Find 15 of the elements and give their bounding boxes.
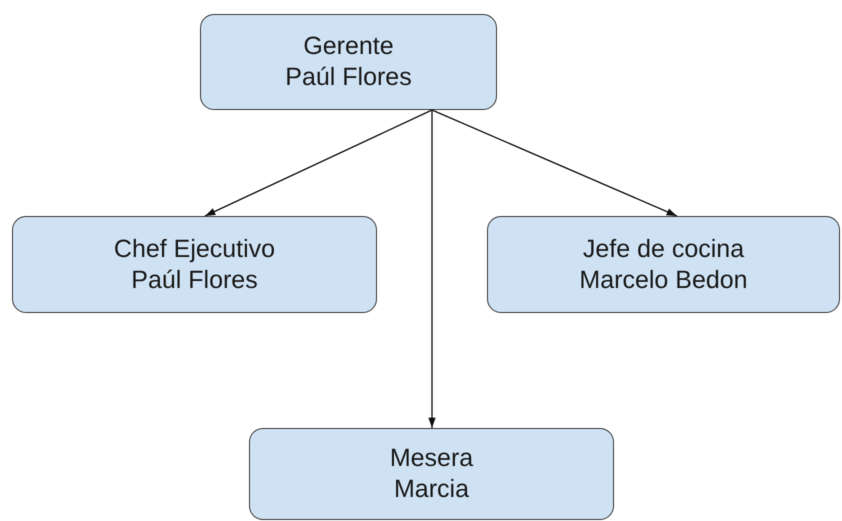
process-box [200,14,497,110]
role-title: Mesera [390,443,474,474]
process-box [249,428,614,520]
process-box [12,216,377,313]
person-name: Paúl Flores [131,264,258,296]
role-title: Gerente [303,31,394,62]
person-name: Paúl Flores [285,62,412,93]
arrow [428,110,436,428]
person-name: Marcelo Bedon [579,264,748,296]
arrow [432,109,678,217]
person-name: Marcia [394,474,469,505]
arrow [204,109,432,217]
role-title: Jefe de cocina [582,234,744,264]
process-box [487,216,840,313]
role-title: Chef Ejecutivo [114,234,276,264]
